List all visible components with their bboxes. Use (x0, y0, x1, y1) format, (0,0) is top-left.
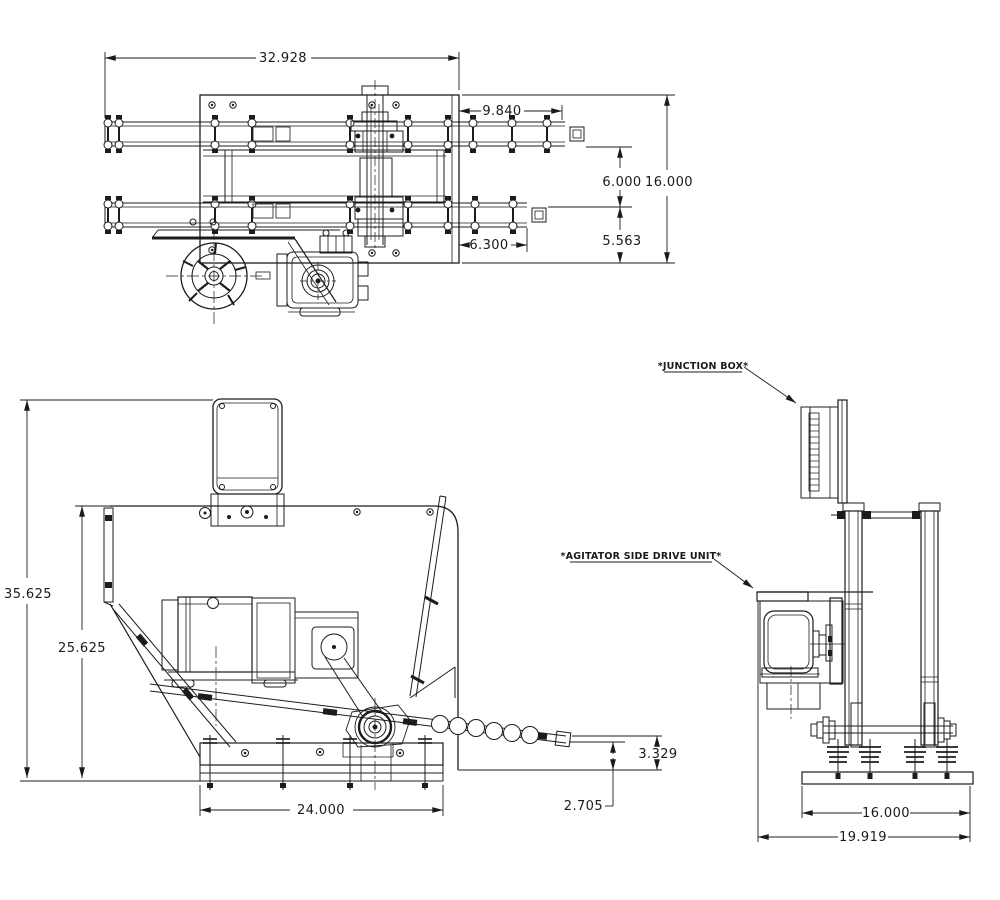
front-sprocket (345, 698, 411, 790)
side-frame (831, 502, 941, 746)
dim-rail-spacing: 6.000 (602, 175, 641, 190)
side-lower-shaft (801, 702, 974, 785)
side-drive-unit (756, 591, 873, 719)
side-view-dimension-lines (757, 601, 971, 842)
dim-overall-width: 32.928 (259, 51, 307, 66)
dim-overall-depth: 19.919 (839, 830, 887, 845)
dim-base-width: 24.000 (297, 803, 345, 818)
dim-chain-end-offset: 2.705 (564, 799, 603, 814)
callout-drive-unit: *AGITATOR SIDE DRIVE UNIT* (561, 551, 722, 562)
front-chain (149, 683, 572, 748)
front-tilt-arm (409, 495, 456, 699)
side-callout-leaders (570, 366, 797, 589)
front-view-dimension-lines (20, 399, 662, 816)
front-base (199, 734, 662, 791)
top-view: 32.928 9.840 6.000 16.000 5.563 6.300 (103, 51, 693, 324)
dim-lower-rail-offset: 5.563 (602, 234, 641, 249)
front-left-belt (112, 603, 237, 748)
dim-chain-end-rise: 3.329 (638, 747, 677, 762)
front-motor (161, 596, 298, 726)
front-junction-box (199, 398, 285, 527)
dim-right-chain-extension: 9.840 (482, 104, 521, 119)
top-view-lower-chain-rail (103, 195, 547, 235)
dim-overall-height-top: 16.000 (645, 175, 693, 190)
dim-bolt-pattern-width: 16.000 (862, 806, 910, 821)
top-view-gearbox (276, 229, 369, 317)
top-view-center-column (350, 80, 404, 252)
top-view-inner-frame (203, 149, 446, 203)
dim-overall-height-front: 35.625 (4, 587, 52, 602)
front-pulley-drive (294, 611, 383, 718)
front-view: 35.625 25.625 24.000 3.329 2.705 (4, 398, 677, 818)
top-view-upper-chain-rail (103, 114, 585, 154)
top-view-dimension-lines (104, 52, 675, 264)
front-body-outline (103, 505, 459, 770)
dim-frame-height: 25.625 (58, 641, 106, 656)
side-view: *JUNCTION BOX* *AGITATOR SIDE DRIVE UNIT… (561, 361, 974, 845)
top-view-motor-bracket (151, 218, 340, 306)
dim-lower-chain-extension: 6.300 (469, 238, 508, 253)
callout-junction-box: *JUNCTION BOX* (658, 361, 749, 372)
top-view-motor (166, 228, 271, 324)
side-junction-box (800, 399, 848, 504)
